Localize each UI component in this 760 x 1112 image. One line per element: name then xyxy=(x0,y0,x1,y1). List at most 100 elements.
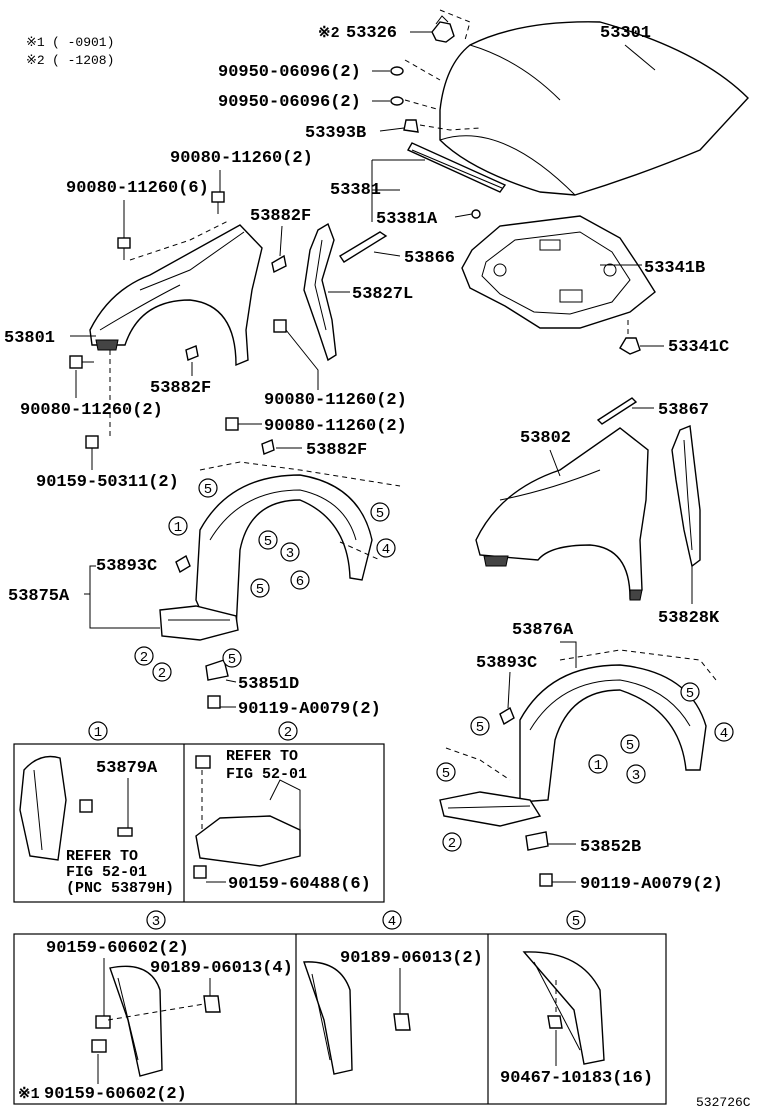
detail-1-part: 53879A xyxy=(96,759,158,778)
clip-53893c-right xyxy=(499,706,515,726)
detail-4-number: 4 xyxy=(388,914,396,930)
svg-text:1: 1 xyxy=(594,758,602,774)
hood-panel-drawing xyxy=(404,9,749,196)
note-1-range: ( -0901) xyxy=(52,35,114,50)
detail-1-refer-1: REFER TO xyxy=(66,848,138,865)
seal-53866-drawing xyxy=(339,231,388,263)
label-53882f-low: 53882F xyxy=(306,441,367,460)
detail-1-marker xyxy=(88,721,108,741)
flap-53852b-drawing xyxy=(525,831,549,851)
label-53827l: 53827L xyxy=(352,285,413,304)
detail-2-refer-2: FIG 52-01 xyxy=(226,766,307,783)
label-53341c: 53341C xyxy=(668,338,729,357)
detail-box-1-2 xyxy=(13,743,385,903)
clip-53381a xyxy=(471,209,481,219)
label-90080-r2: 90080-11260(2) xyxy=(264,417,407,436)
label-90950-b: 90950-06096(2) xyxy=(218,93,361,112)
detail-1-number: 1 xyxy=(94,725,102,741)
label-53326: 53326 xyxy=(346,24,397,43)
label-90080-top: 90080-11260(2) xyxy=(170,149,313,168)
detail-3-part-c: 90159-60602(2) xyxy=(44,1085,187,1104)
leader-90080-r1 xyxy=(285,329,319,390)
bolt-90080-right-1 xyxy=(273,319,287,333)
fender-shield-53828k-drawing xyxy=(671,425,701,568)
screw-90159-50311 xyxy=(85,435,99,449)
svg-text:5: 5 xyxy=(476,720,484,736)
left-fender-liner-53875a-drawing xyxy=(159,461,401,641)
cushion-90950-b xyxy=(390,96,404,106)
label-53381a: 53381A xyxy=(376,210,438,229)
stopper-53393b-drawing xyxy=(403,119,419,133)
svg-text:5: 5 xyxy=(626,738,634,754)
svg-text:3: 3 xyxy=(632,768,640,784)
detail-box-3-4-5 xyxy=(13,933,667,1105)
leader-53301 xyxy=(624,44,656,71)
leader-53875a xyxy=(84,565,160,629)
leader-53851d xyxy=(225,679,237,683)
label-90950-a: 90950-06096(2) xyxy=(218,63,361,82)
detail-2-number: 2 xyxy=(284,725,292,741)
svg-text:2: 2 xyxy=(158,666,166,682)
leader-53882f-top xyxy=(279,225,283,257)
note-2-mark: ※2 xyxy=(26,53,45,68)
label-53893c-right: 53893C xyxy=(476,654,537,673)
leader-53802 xyxy=(549,449,561,477)
label-90080-left: 90080-11260(2) xyxy=(20,401,163,420)
bolt-90080-left xyxy=(69,355,94,369)
screw-90119-right xyxy=(539,873,553,887)
svg-text:4: 4 xyxy=(382,542,390,558)
bolt-90080-6 xyxy=(117,237,131,260)
svg-text:1: 1 xyxy=(174,520,182,536)
label-53875a: 53875A xyxy=(8,587,70,606)
clip-53341c-drawing xyxy=(619,337,641,355)
svg-text:2: 2 xyxy=(140,650,148,666)
detail-2-part: 90159-60488(6) xyxy=(228,875,371,894)
callout-group-right-liner: 5 5 4 5 1 3 5 2 xyxy=(436,682,734,852)
detail-5-part: 90467-10183(16) xyxy=(500,1069,653,1088)
svg-text:6: 6 xyxy=(296,574,304,590)
screw-90119-left xyxy=(207,695,221,709)
detail-5-drawing xyxy=(522,951,605,1065)
leader-53381a xyxy=(454,213,473,218)
detail-1-refer-2: FIG 52-01 xyxy=(66,864,147,881)
hood-insulator-53341b-drawing xyxy=(461,215,656,329)
svg-text:5: 5 xyxy=(442,766,450,782)
detail-3-number: 3 xyxy=(152,914,160,930)
detail-3-marker xyxy=(146,910,166,930)
note-2-range: ( -1208) xyxy=(52,53,114,68)
svg-text:5: 5 xyxy=(264,534,272,550)
pad-53882f-low xyxy=(261,439,275,455)
detail-3-part-c-mark: ※1 xyxy=(18,1086,40,1103)
label-53882f-mid: 53882F xyxy=(150,379,211,398)
callout-group-left-liner: 5 1 5 5 3 4 5 6 2 2 5 xyxy=(134,478,396,682)
svg-text:5: 5 xyxy=(228,652,236,668)
label-53866: 53866 xyxy=(404,249,455,268)
svg-text:3: 3 xyxy=(286,546,294,562)
left-fender-53801-drawing xyxy=(89,219,263,367)
right-fender-liner-53876a-drawing xyxy=(439,649,717,827)
label-90119-left: 90119-A0079(2) xyxy=(238,700,381,719)
seal-53867-drawing xyxy=(596,397,638,425)
svg-text:2: 2 xyxy=(448,836,456,852)
right-fender-53802-drawing xyxy=(475,427,649,601)
label-90159-50311: 90159-50311(2) xyxy=(36,473,179,492)
detail-3-drawing xyxy=(91,965,221,1077)
clip-53893c-left xyxy=(175,554,191,574)
leader-53393b xyxy=(379,127,405,132)
fender-shield-53827l-drawing xyxy=(303,222,337,362)
detail-4-drawing xyxy=(303,961,411,1075)
detail-5-number: 5 xyxy=(572,914,580,930)
label-53828k: 53828K xyxy=(658,609,720,628)
hood-seal-53381-drawing xyxy=(407,142,507,193)
cushion-90950-a xyxy=(390,66,404,76)
label-90119-right: 90119-A0079(2) xyxy=(580,875,723,894)
label-53381: 53381 xyxy=(330,181,381,200)
label-53802: 53802 xyxy=(520,429,571,448)
svg-text:5: 5 xyxy=(686,686,694,702)
label-53393b: 53393B xyxy=(305,124,366,143)
label-53882f-top: 53882F xyxy=(250,207,311,226)
leader-53866 xyxy=(373,251,401,257)
detail-1-refer-3: (PNC 53879H) xyxy=(66,880,174,897)
label-53301: 53301 xyxy=(600,24,651,43)
